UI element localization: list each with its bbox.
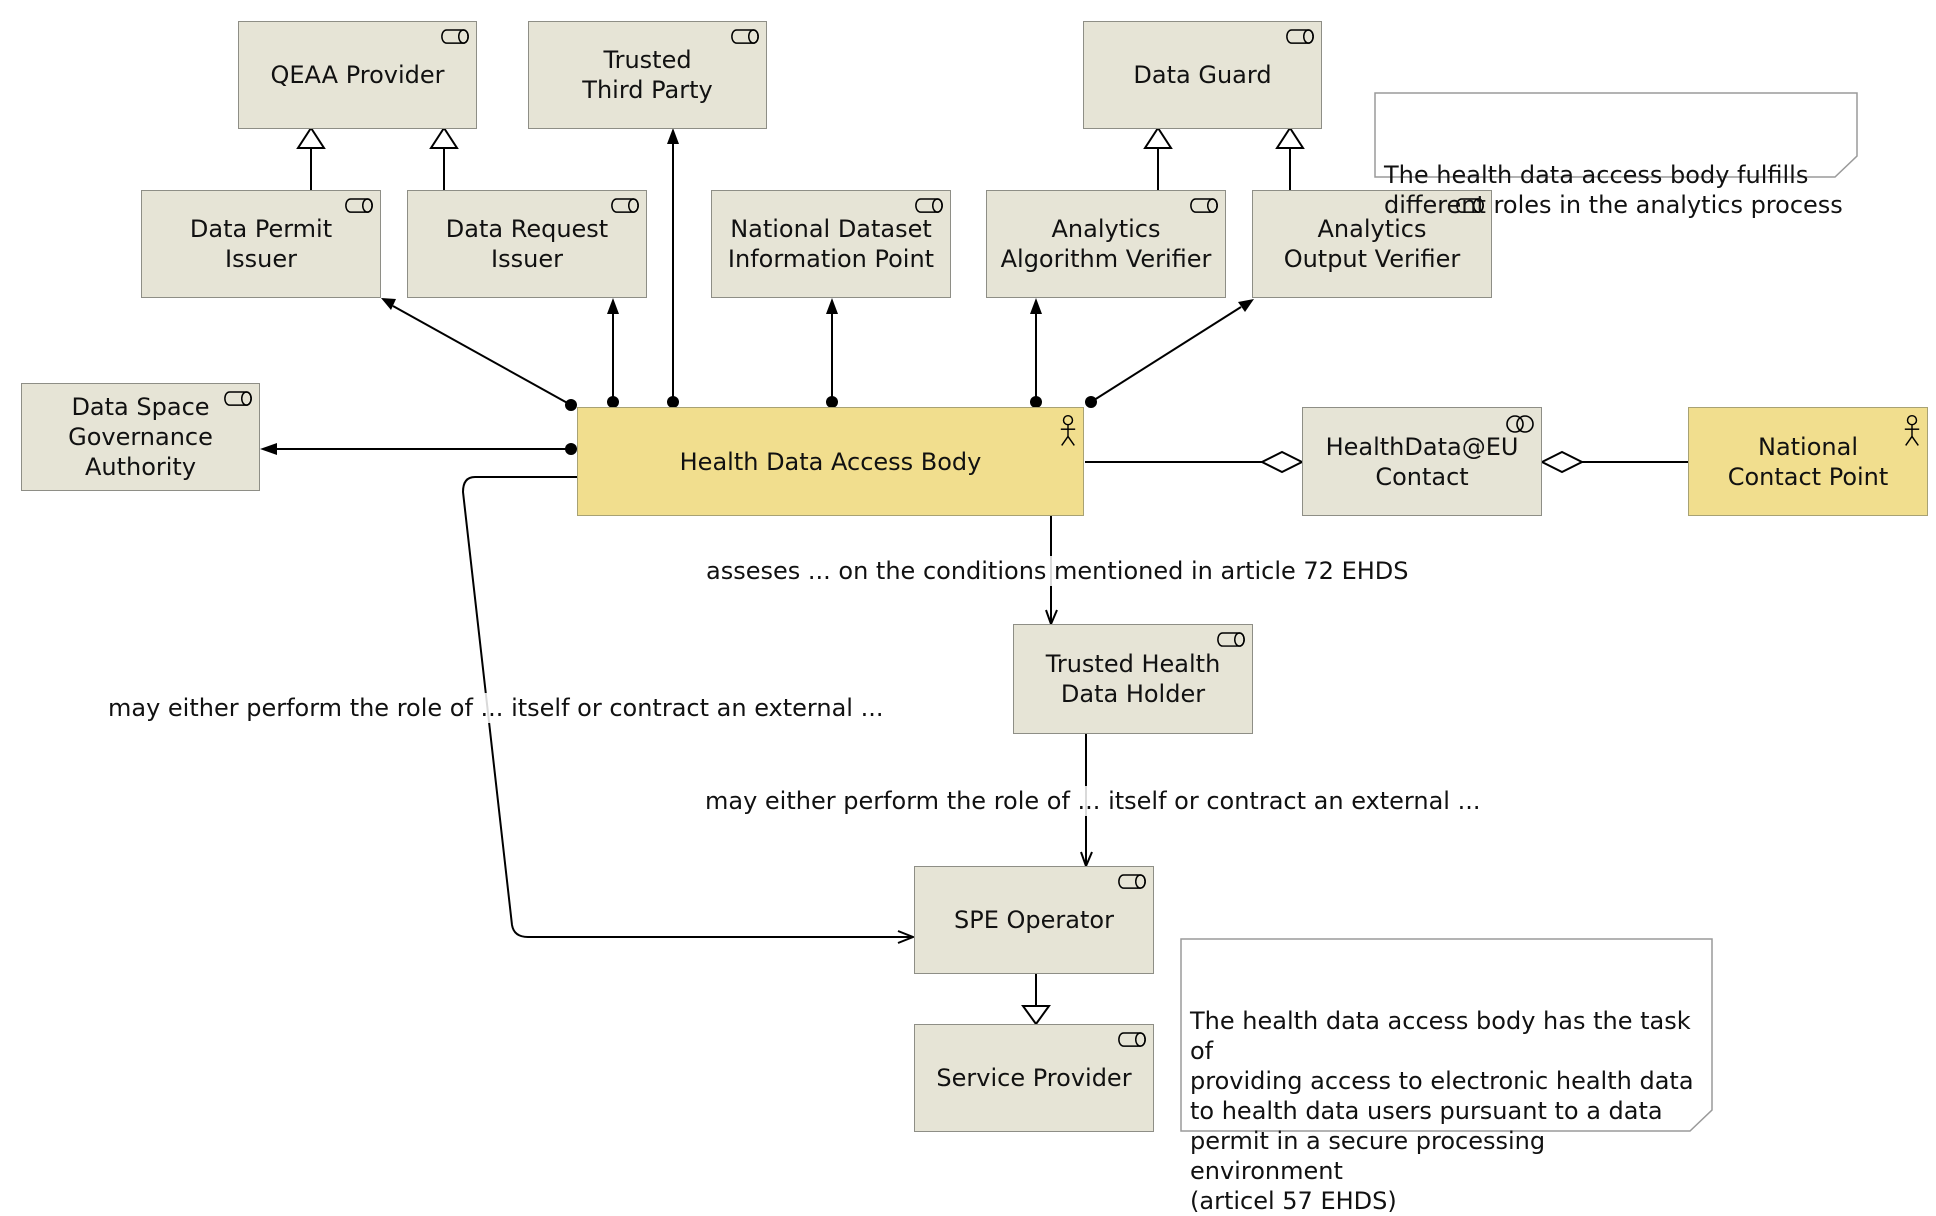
node-health-data-access-body[interactable]: Health Data Access Body	[577, 407, 1084, 516]
specialization-arrowhead	[296, 126, 326, 149]
actor-icon	[1059, 414, 1077, 448]
node-label: Data Space Governance Authority	[68, 393, 213, 481]
node-data-guard[interactable]: Data Guard	[1083, 21, 1322, 129]
note-frame	[1180, 938, 1713, 1132]
role-icon	[440, 28, 470, 45]
diagram-connectors	[260, 126, 1688, 1026]
node-trusted-third-party[interactable]: Trusted Third Party	[528, 21, 767, 129]
node-label: Trusted Health Data Holder	[1045, 650, 1221, 708]
arrowhead	[1238, 299, 1254, 312]
role-icon	[610, 197, 640, 214]
node-label: Analytics Output Verifier	[1283, 215, 1461, 273]
node-trusted-health-data-holder[interactable]: Trusted Health Data Holder	[1013, 624, 1253, 734]
actor-icon	[1903, 414, 1921, 448]
arrowhead	[667, 128, 679, 144]
node-label: National Dataset Information Point	[727, 215, 935, 273]
arrowhead	[381, 298, 396, 310]
arrowhead	[826, 298, 838, 314]
node-label: Analytics Algorithm Verifier	[1000, 215, 1212, 273]
role-icon	[1216, 631, 1246, 648]
specialization-arrowhead	[1275, 126, 1305, 149]
specialization-arrowhead	[1021, 1005, 1051, 1026]
node-national-dataset-information-point[interactable]: National Dataset Information Point	[711, 190, 951, 298]
role-icon	[1285, 28, 1315, 45]
assignment-dot	[1085, 396, 1097, 408]
node-data-request-issuer[interactable]: Data Request Issuer	[407, 190, 647, 298]
node-spe-operator[interactable]: SPE Operator	[914, 866, 1154, 974]
specialization-arrowhead	[429, 126, 459, 149]
edge-label-perform-role-center: may either perform the role of ... itsel…	[703, 786, 1483, 816]
edge-label-assesses: asseses ... on the conditions mentioned …	[704, 556, 1411, 586]
node-service-provider[interactable]: Service Provider	[914, 1024, 1154, 1132]
assignment-dot	[826, 396, 838, 408]
assignment-dot	[1030, 396, 1042, 408]
note-roles: The health data access body fulfills dif…	[1374, 92, 1858, 219]
aggregation-diamond	[1539, 450, 1585, 474]
node-label: National Contact Point	[1727, 432, 1889, 491]
role-icon	[1117, 1031, 1147, 1048]
node-label: Trusted Third Party	[582, 46, 713, 104]
node-national-contact-point[interactable]: National Contact Point	[1688, 407, 1928, 516]
node-label: Service Provider	[936, 1064, 1132, 1092]
aggregation-diamond	[1259, 450, 1305, 474]
assignment-dot	[667, 396, 679, 408]
specialization-arrowhead	[1143, 126, 1173, 149]
node-label: Data Request Issuer	[445, 215, 609, 273]
node-label: Health Data Access Body	[679, 447, 982, 476]
role-icon	[223, 390, 253, 407]
node-label: QEAA Provider	[270, 61, 445, 89]
assignment-dot	[565, 399, 577, 411]
arrowhead	[607, 298, 619, 314]
node-label: Data Permit Issuer	[189, 215, 333, 273]
node-healthdata-eu-contact[interactable]: HealthData@EU Contact	[1302, 407, 1542, 516]
open-arrowhead	[897, 930, 916, 944]
node-analytics-algorithm-verifier[interactable]: Analytics Algorithm Verifier	[986, 190, 1226, 298]
role-icon	[1117, 873, 1147, 890]
role-icon	[344, 197, 374, 214]
edge-hdab-to-output-verifier	[1090, 306, 1242, 403]
node-qeaa-provider[interactable]: QEAA Provider	[238, 21, 477, 129]
edge-label-perform-role-left: may either perform the role of ... itsel…	[106, 693, 886, 723]
node-label: Data Guard	[1133, 61, 1272, 89]
role-icon	[1189, 197, 1219, 214]
note-text: The health data access body fulfills dif…	[1384, 161, 1843, 219]
arrowhead	[1030, 298, 1042, 314]
assignment-dot	[565, 443, 577, 455]
collaboration-icon	[1505, 414, 1535, 434]
role-icon	[914, 197, 944, 214]
node-data-permit-issuer[interactable]: Data Permit Issuer	[141, 190, 381, 298]
node-data-space-governance-authority[interactable]: Data Space Governance Authority	[21, 383, 260, 491]
node-analytics-output-verifier[interactable]: Analytics Output Verifier	[1252, 190, 1492, 298]
note-task: The health data access body has the task…	[1180, 938, 1713, 1215]
note-frame	[1374, 92, 1858, 178]
node-label: SPE Operator	[954, 906, 1114, 934]
assignment-dot	[607, 396, 619, 408]
role-icon	[730, 28, 760, 45]
arrowhead	[260, 443, 277, 455]
edge-hdab-to-permit-issuer	[392, 305, 572, 406]
node-label: HealthData@EU Contact	[1325, 432, 1519, 491]
